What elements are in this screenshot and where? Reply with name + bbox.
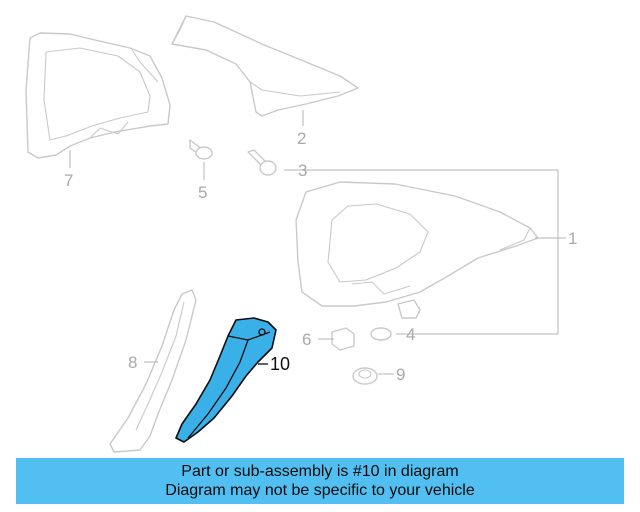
banner-line-part-number: Part or sub-assembly is #10 in diagram [181, 463, 459, 480]
part-1-quarter-trim-panel [295, 181, 539, 307]
callout-10: 10 [270, 354, 290, 374]
part-3-bolt [247, 149, 277, 176]
part-5-clip [189, 139, 213, 160]
callout-lines [69, 110, 566, 375]
part-2-quarter-upper-trim [171, 15, 359, 117]
info-banner: Part or sub-assembly is #10 in diagram D… [16, 458, 624, 504]
callout-8: 8 [128, 353, 137, 372]
callout-2: 2 [297, 129, 306, 148]
callout-6: 6 [302, 330, 311, 349]
part-10-highlighted-trim [175, 317, 277, 443]
part-9-grommet [352, 367, 378, 385]
part-6-clip [331, 327, 355, 351]
callout-9: 9 [396, 365, 405, 384]
callout-1: 1 [568, 229, 577, 248]
banner-line-disclaimer: Diagram may not be specific to your vehi… [165, 482, 475, 499]
part-8-lower-pillar-trim [109, 289, 197, 453]
part-7-pillar-trim [25, 32, 171, 159]
callout-3: 3 [298, 161, 307, 180]
callout-4: 4 [406, 325, 415, 344]
callout-7: 7 [64, 171, 73, 190]
part-4-retainer [370, 299, 421, 341]
callout-5: 5 [198, 183, 207, 202]
